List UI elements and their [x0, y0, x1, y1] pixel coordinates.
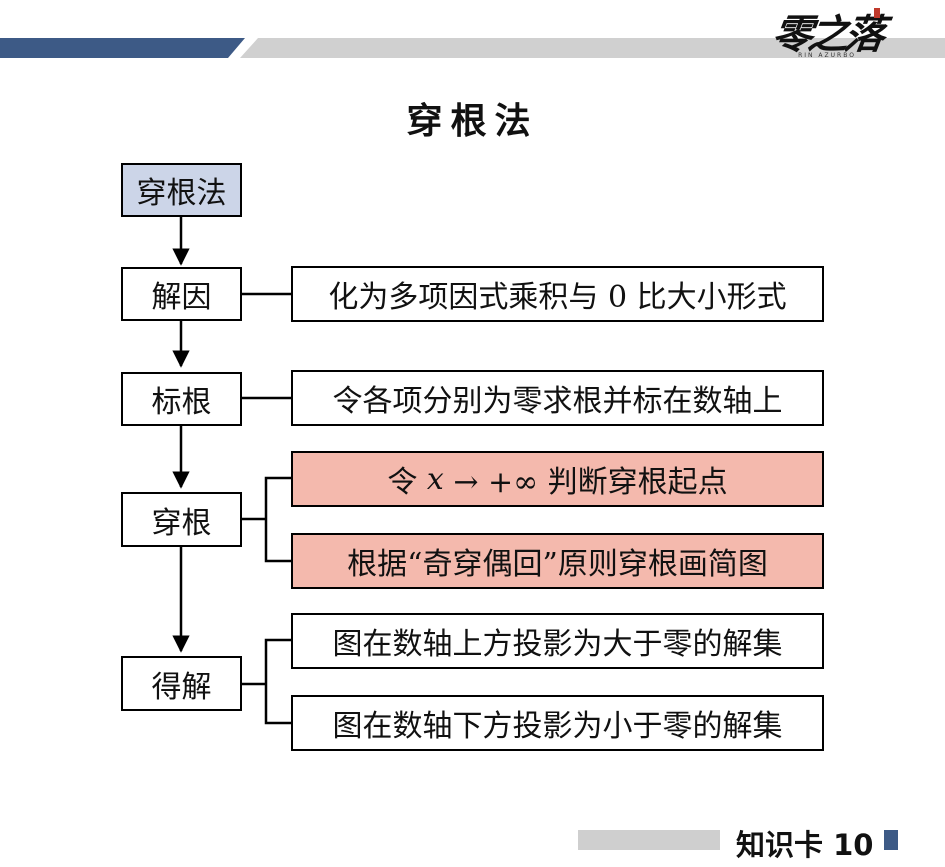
header-bar-blue — [0, 38, 245, 58]
detail-box-1: 化为多项因式乘积与 0 比大小形式 — [291, 266, 824, 322]
detail-box-2: 令各项分别为零求根并标在数轴上 — [291, 370, 824, 426]
detail-box-4a: 图在数轴上方投影为大于零的解集 — [291, 613, 824, 669]
detail-box-4b: 图在数轴下方投影为小于零的解集 — [291, 695, 824, 751]
detail-3a-suffix: → +∞ 判断穿根起点 — [443, 465, 728, 500]
footer-square — [884, 830, 898, 850]
footer-bar — [578, 830, 720, 850]
detail-3a-prefix: 令 — [387, 465, 427, 500]
root-node: 穿根法 — [121, 163, 242, 217]
step-node-2: 标根 — [121, 372, 242, 426]
detail-3a-variable: x — [426, 461, 444, 497]
bracket-step3-branches — [264, 476, 292, 563]
header-bar — [0, 38, 945, 58]
bracket-step4-branches — [264, 638, 292, 725]
step-node-4: 得解 — [121, 656, 242, 711]
detail-box-3a: 令 x → +∞ 判断穿根起点 — [291, 451, 824, 507]
footer-label: 知识卡 10 — [736, 828, 874, 862]
logo-seal — [874, 8, 880, 18]
detail-box-3b: 根据“奇穿偶回”原则穿根画简图 — [291, 533, 824, 589]
header-bar-gray — [240, 38, 945, 58]
page-title: 穿根法 — [406, 101, 539, 142]
step-node-3: 穿根 — [121, 492, 242, 547]
brand-logo: 零之落 RIN AZURBO — [752, 2, 902, 59]
step-node-1: 解因 — [121, 267, 242, 321]
logo-subtitle: RIN AZURBO — [798, 52, 856, 59]
